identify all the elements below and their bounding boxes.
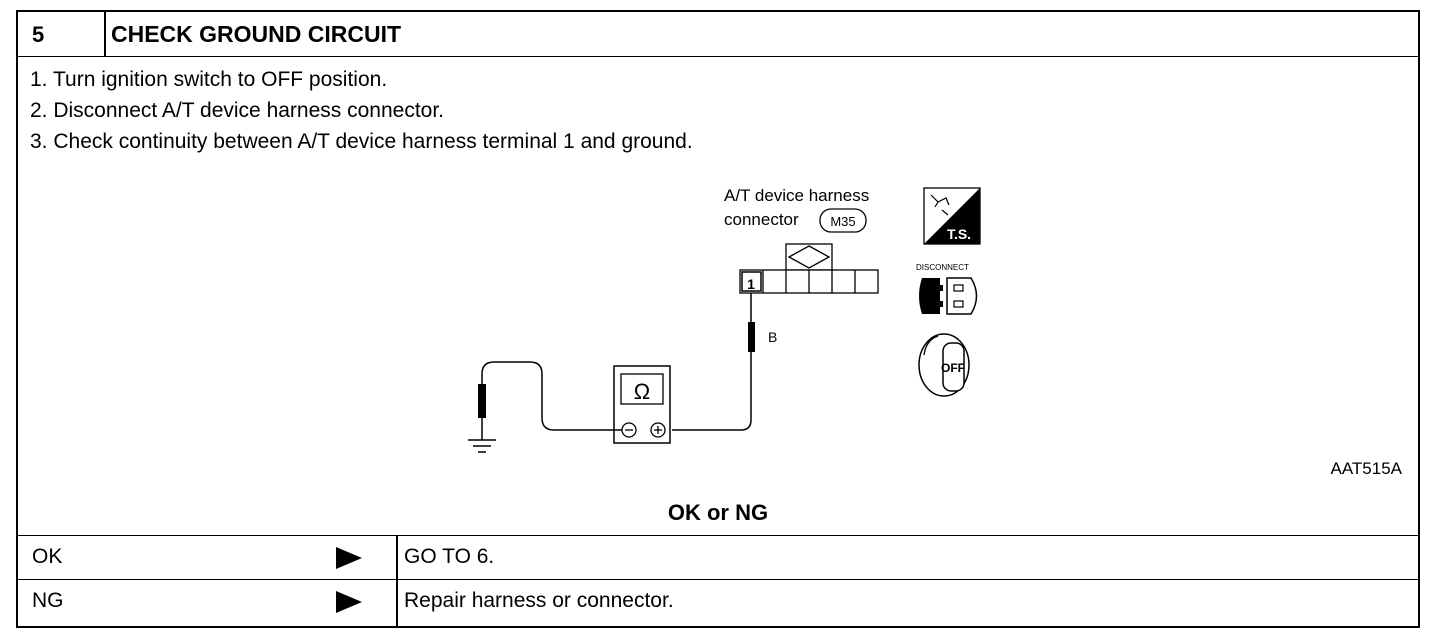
step-number: 5 — [32, 22, 45, 47]
connector-label: connector — [724, 210, 799, 229]
inspection-step-table: 5 CHECK GROUND CIRCUIT 1. Turn ignition … — [16, 10, 1420, 628]
step-title: CHECK GROUND CIRCUIT — [111, 21, 402, 47]
ts-label: T.S. — [947, 226, 971, 242]
ohm-symbol: Ω — [634, 379, 650, 404]
negative-probe — [478, 361, 622, 440]
positive-probe — [672, 293, 755, 431]
ignition-off-icon — [918, 333, 970, 397]
arrow-right-icon — [336, 547, 362, 569]
result-action: GO TO 6. — [404, 545, 495, 568]
instruction-list: 1. Turn ignition switch to OFF position.… — [30, 64, 693, 157]
connector-code: M35 — [830, 214, 855, 229]
connector-icon — [739, 243, 879, 294]
wire-color-label: B — [768, 329, 777, 345]
off-label: OFF — [941, 361, 965, 375]
result-row-ng: NG Repair harness or connector. — [18, 579, 1418, 627]
figure-reference: AAT515A — [1330, 459, 1402, 478]
disconnect-icon — [919, 277, 978, 315]
instruction-item: 1. Turn ignition switch to OFF position. — [30, 68, 388, 91]
header-divider — [104, 12, 106, 57]
row-divider — [396, 536, 398, 579]
result-key: OK — [32, 545, 63, 568]
instruction-item: 2. Disconnect A/T device harness connect… — [30, 99, 445, 122]
connector-label: A/T device harness — [724, 186, 869, 205]
tester-icon — [923, 187, 981, 245]
step-header: 5 CHECK GROUND CIRCUIT — [18, 12, 1418, 57]
connector-code-badge — [819, 208, 867, 233]
result-action: Repair harness or connector. — [404, 589, 674, 612]
ohmmeter-icon — [613, 365, 671, 444]
terminal-number: 1 — [747, 276, 755, 292]
instruction-item: 3. Check continuity between A/T device h… — [30, 130, 693, 153]
result-question: OK or NG — [667, 500, 769, 525]
circuit-diagram: A/T device harness connector M35 1 B — [468, 186, 981, 453]
ground-icon — [468, 439, 496, 453]
arrow-right-icon — [336, 591, 362, 613]
disconnect-label: DISCONNECT — [916, 263, 969, 272]
result-row-ok: OK GO TO 6. — [18, 535, 1418, 579]
result-key: NG — [32, 589, 64, 612]
row-divider — [396, 580, 398, 627]
